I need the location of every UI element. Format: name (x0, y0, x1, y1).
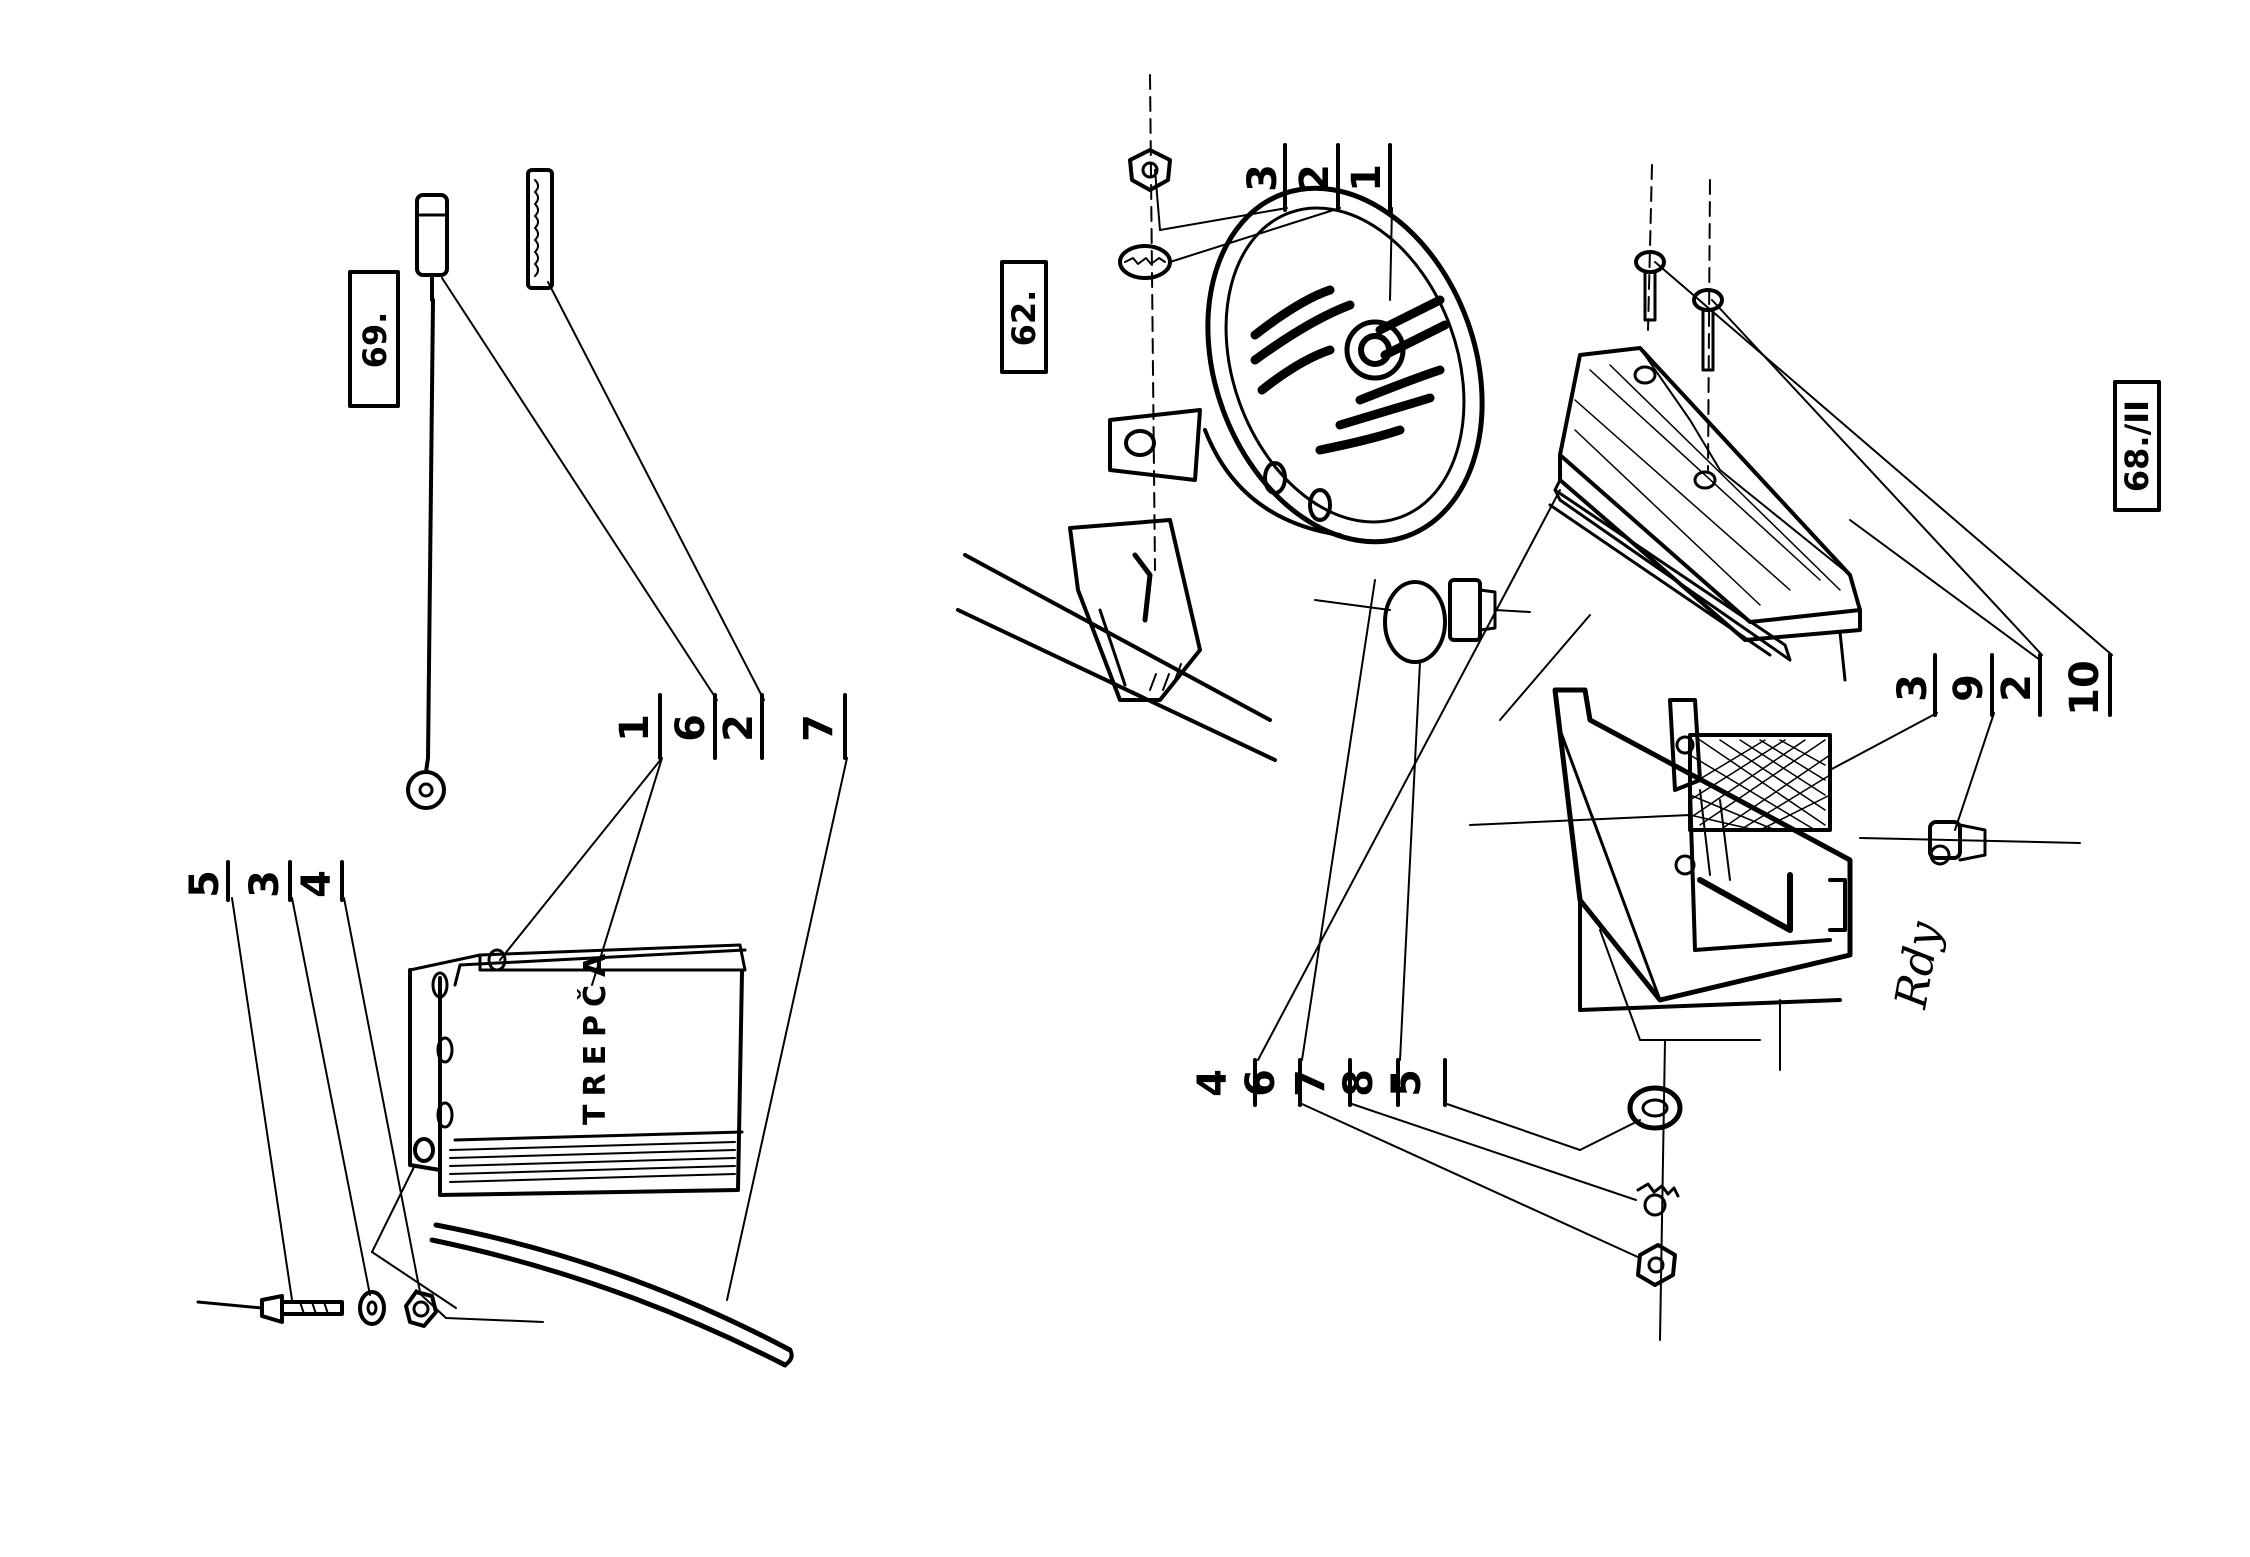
callout-label: 3 (1890, 674, 1936, 702)
battery-ribs (449, 1141, 736, 1183)
horn-mount-bracket (956, 408, 1277, 762)
figure-62-horn-assembly: 62. (956, 74, 1485, 762)
callout-label: 9 (1946, 674, 1992, 702)
horn-nut (1128, 148, 1172, 192)
callout-label: 3 (1240, 164, 1286, 192)
lamp-bulb-holder (1859, 820, 2081, 866)
lamp-screws (1634, 164, 1724, 471)
callout-label: 6 (668, 714, 714, 742)
horn-grille-slots (1250, 285, 1450, 455)
label-group-horn: 3 2 1 (1154, 143, 1393, 301)
callout-label: 6 (1238, 1069, 1284, 1097)
label-group-lamp-right: 3 9 2 10 (1654, 261, 2113, 831)
callout-label: 2 (1292, 164, 1338, 192)
tail-lamp-assembly: 3 9 2 10 4 6 7 8 5 (1190, 164, 2113, 1341)
callout-label: 2 (1994, 674, 2040, 702)
callout-label: 2 (716, 714, 762, 742)
callout-label: 1 (1344, 164, 1390, 192)
sheet-number: 68./II (2113, 380, 2161, 512)
lamp-reflector (1469, 614, 1832, 832)
horn-body (1203, 185, 1485, 545)
fastener-stack-battery (196, 1164, 544, 1328)
callout-label: 8 (1336, 1069, 1382, 1097)
battery-hose (429, 1222, 794, 1368)
terminal-strip (526, 168, 554, 290)
callout-label: 3 (242, 870, 288, 898)
horn-lock-washer (1118, 244, 1172, 280)
figure-number-62: 62. (1000, 260, 1048, 374)
sheet-number-text: 68./II (2118, 400, 2156, 492)
callout-label: 7 (1288, 1069, 1334, 1097)
figure-69-battery-assembly: 69. (182, 168, 848, 1368)
artist-signature: Rdy (1885, 917, 1951, 1013)
callout-label: 4 (1190, 1069, 1236, 1097)
lamp-lens (1553, 346, 1862, 682)
figure-number-69: 69. (348, 270, 400, 408)
lamp-gasket (1553, 488, 1792, 662)
label-group-battery-left: 5 3 4 (182, 860, 421, 1301)
callout-label: 7 (796, 714, 842, 742)
battery-brand-label: TREPČA (576, 946, 613, 1125)
lamp-fastener-stack (1627, 1039, 1683, 1341)
callout-label: 10 (2062, 660, 2108, 716)
callout-label: 1 (612, 714, 658, 742)
callout-label: 5 (182, 870, 228, 898)
figure-number-62-text: 62. (1005, 290, 1043, 347)
battery-cable (406, 193, 449, 810)
battery-body: TREPČA (408, 943, 747, 1197)
label-group-battery-top: 1 6 2 7 (441, 277, 848, 1301)
label-group-lamp-left: 4 6 7 8 5 (1190, 489, 1641, 1259)
lamp-bulb (1314, 578, 1531, 664)
figure-number-69-text: 69. (356, 312, 394, 369)
callout-label: 5 (1384, 1069, 1430, 1097)
callout-label: 4 (294, 870, 340, 898)
lamp-housing (1552, 687, 1853, 1071)
